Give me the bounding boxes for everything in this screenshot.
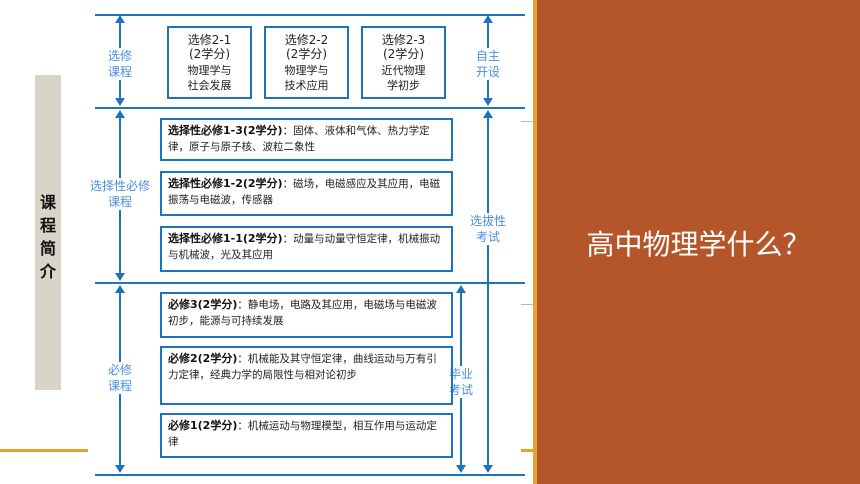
required-course-box: 必修1(2学分)：机械运动与物理模型，相互作用与运动定律 [160,413,453,458]
arrow-down-icon [115,98,125,106]
course-title: 必修2(2学分) [168,352,238,365]
arrow-up-icon [115,285,125,293]
course-title: 选择性必修1-2(2学分) [168,177,283,190]
divider-elective-selective [95,107,525,109]
course-title: 选择性必修1-1(2学分) [168,232,283,245]
selective-course-box: 选择性必修1-2(2学分)：磁场，电磁感应及其应用，电磁振荡与电磁波，传感器 [160,171,453,216]
course-desc: ：机械运动与物理模型，相互作用与运动定律 [168,420,437,448]
course-desc: ：机械能及其守恒定律，曲线运动与万有引力定律，经典力学的局限性与相对论初步 [168,353,437,381]
elective-box: 选修2-2 (2学分) 物理学与 技术应用 [264,26,349,99]
side-label-text: 课程简介 [39,193,56,281]
elective-credits: (2学分) [383,47,424,61]
arrow-up-icon [483,110,493,118]
label-elective: 选修 课程 [100,48,140,80]
label-graduation-exam: 毕业 考试 [441,366,481,398]
course-desc: ：动量与动量守恒定律，机械振动与机械波，光及其应用 [168,233,441,261]
course-title: 必修1(2学分) [168,419,238,432]
elective-box: 选修2-1 (2学分) 物理学与 社会发展 [167,26,252,99]
elective-title: 选修2-3 [381,33,426,47]
decor-tick [521,304,533,305]
label-self: 自主 开设 [468,48,508,80]
divider-bottom [95,474,525,476]
course-desc: ：静电场，电路及其应用，电磁场与电磁波初步，能源与可持续发展 [168,299,437,327]
decor-line-left [0,449,88,452]
course-desc: ：磁场，电磁感应及其应用，电磁振荡与电磁波，传感器 [168,178,441,206]
elective-desc: 物理学与 社会发展 [187,64,232,92]
selective-course-box: 选择性必修1-1(2学分)：动量与动量守恒定律，机械振动与机械波，光及其应用 [160,226,453,272]
label-selection-exam: 选拔性 考试 [468,213,508,245]
elective-credits: (2学分) [286,47,327,61]
arrow-down-icon [115,273,125,281]
course-title: 选择性必修1-3(2学分) [168,124,283,137]
selective-course-box: 选择性必修1-3(2学分)：固体、液体和气体、热力学定律，原子与原子核、波粒二象… [160,118,453,161]
label-required: 必修 课程 [100,362,140,394]
arrow-down-icon [115,465,125,473]
elective-title: 选修2-2 [284,33,329,47]
elective-box: 选修2-3 (2学分) 近代物理 学初步 [361,26,446,99]
divider-selective-required [95,282,525,284]
decor-tick [521,121,533,122]
required-course-box: 必修2(2学分)：机械能及其守恒定律，曲线运动与万有引力定律，经典力学的局限性与… [160,346,453,405]
decor-line-right [521,449,535,452]
elective-title: 选修2-1 [187,33,232,47]
elective-desc: 物理学与 技术应用 [284,64,329,92]
side-label-panel: 课程简介 [35,75,61,390]
course-diagram: 选修 课程 选择性必修 课程 必修 课程 自主 开设 选拔性 考试 毕业 考试 [83,0,530,484]
arrow-selection-shaft [487,117,489,467]
arrow-up-icon [115,110,125,118]
title-panel: 高中物理学什么？ [537,0,860,484]
elective-credits: (2学分) [189,47,230,61]
arrow-up-icon [456,285,466,293]
course-desc: ：固体、液体和气体、热力学定律，原子与原子核、波粒二象性 [168,125,430,153]
course-title: 必修3(2学分) [168,298,238,311]
arrow-down-icon [483,465,493,473]
arrow-down-icon [483,98,493,106]
required-course-box: 必修3(2学分)：静电场，电路及其应用，电磁场与电磁波初步，能源与可持续发展 [160,292,453,338]
arrow-up-icon [115,15,125,23]
label-selective: 选择性必修 课程 [83,178,157,210]
headline: 高中物理学什么？ [586,228,811,261]
arrow-down-icon [456,465,466,473]
panel-border [533,0,537,484]
divider-top [95,14,525,16]
arrow-up-icon [483,15,493,23]
elective-desc: 近代物理 学初步 [381,64,426,92]
